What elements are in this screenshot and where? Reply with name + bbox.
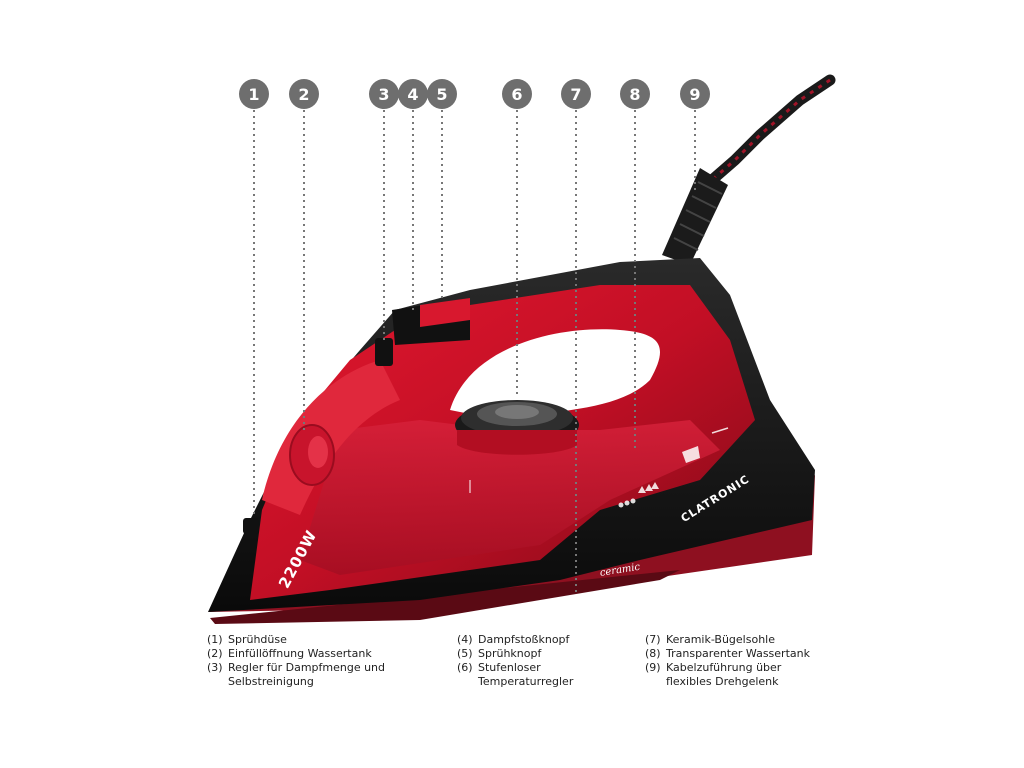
handle-opening (450, 329, 660, 420)
legend-item: (2)Einfüllöffnung Wassertank (207, 647, 372, 660)
power-cable (706, 74, 836, 186)
marker-3: 3 (369, 79, 399, 109)
legend-item: flexibles Drehgelenk (666, 675, 779, 688)
legend-column-1: (1)Sprühdüse (2)Einfüllöffnung Wassertan… (207, 633, 385, 689)
marker-8: 8 (620, 79, 650, 109)
temperature-dial (455, 400, 579, 455)
marker-7: 7 (561, 79, 591, 109)
legend-item: Selbstreinigung (228, 675, 314, 688)
legend-column-3: (7)Keramik-Bügelsohle (8)Transparenter W… (645, 633, 810, 689)
legend-item: (7)Keramik-Bügelsohle (645, 633, 775, 646)
marker-2: 2 (289, 79, 319, 109)
marker-4: 4 (398, 79, 428, 109)
legend-item: Temperaturregler (478, 675, 574, 688)
legend-item: (1)Sprühdüse (207, 633, 287, 646)
legend-item: (6)Stufenloser (457, 661, 541, 674)
legend-item: (3)Regler für Dampfmenge und (207, 661, 386, 674)
marker-9: 9 (680, 79, 710, 109)
legend-item: (9)Kabelzuführung über (645, 661, 782, 674)
leader-lines (253, 110, 696, 596)
marker-6: 6 (502, 79, 532, 109)
marker-1: 1 (239, 79, 269, 109)
marker-5: 5 (427, 79, 457, 109)
water-tank (300, 420, 720, 575)
legend-item: (8)Transparenter Wassertank (645, 647, 810, 660)
steam-regulator (375, 338, 393, 366)
spray-nozzle (243, 518, 259, 534)
legend-item: (5)Sprühknopf (457, 647, 542, 660)
legend-item: (4)Dampfstoßknopf (457, 633, 570, 646)
legend-column-2: (4)Dampfstoßknopf (5)Sprühknopf (6)Stufe… (457, 633, 573, 689)
